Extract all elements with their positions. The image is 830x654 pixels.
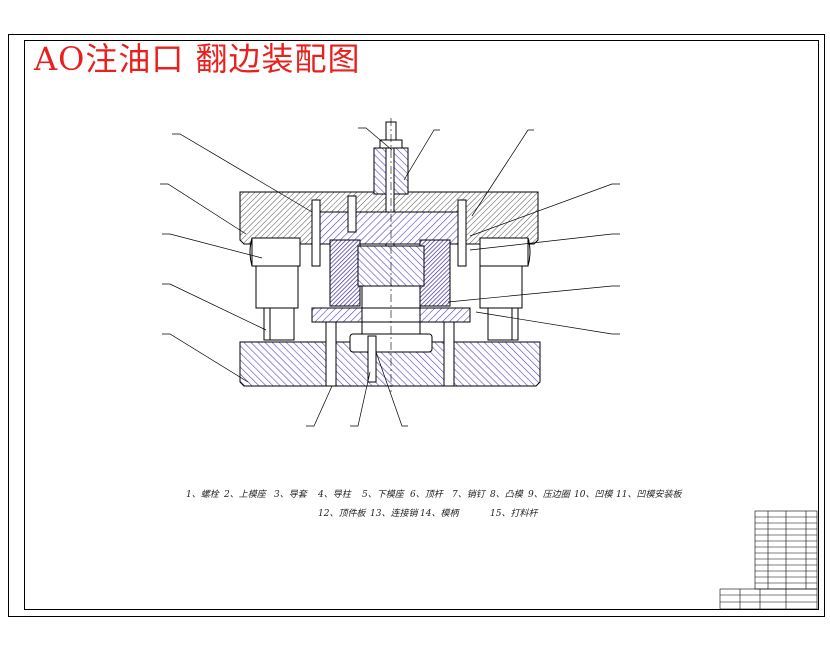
part-label: 15、打料杆: [490, 509, 538, 519]
outer-frame: [8, 34, 825, 617]
part-label: 5、下模座: [362, 490, 404, 500]
inner-frame: [24, 40, 819, 610]
screw-left: [311, 199, 321, 267]
pin-left: [347, 195, 357, 233]
drawing-title: AO注油口 翻边装配图: [34, 40, 361, 78]
screw-right: [457, 199, 467, 267]
leader-lines: [160, 127, 620, 427]
part-label: 13、连接销: [370, 509, 418, 519]
part-label: 7、销钉: [452, 490, 485, 500]
guide-pillar-left: [263, 307, 295, 341]
concave-die-mount: [311, 211, 467, 245]
part-label: 9、压边圈: [528, 490, 570, 500]
part-label: 3、导套: [274, 490, 307, 500]
part-label: 2、上模座: [224, 490, 266, 500]
guide-pillar-right: [487, 307, 519, 341]
punch: [329, 239, 451, 307]
part-label: 12、顶件板: [318, 509, 366, 519]
part-label: 4、导柱: [318, 490, 351, 500]
part-label: 8、凸模: [490, 490, 523, 500]
guide-sleeve-left: [249, 237, 301, 309]
part-label: 11、凹模安装板: [616, 490, 682, 500]
part-label: 6、顶杆: [410, 490, 443, 500]
part-label: 1、螺栓: [186, 490, 219, 500]
part-label: 10、凹模: [574, 490, 613, 500]
guide-sleeve-right: [479, 237, 531, 309]
title-block: [719, 510, 818, 610]
part-label: 14、模柄: [420, 509, 459, 519]
